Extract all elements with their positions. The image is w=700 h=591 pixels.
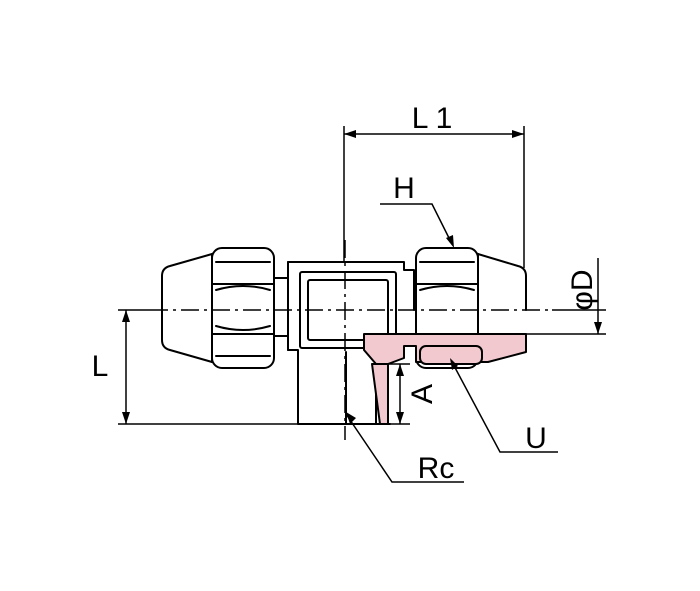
l1-arrow-right [512, 130, 524, 138]
h-leader-arrow [446, 235, 454, 248]
u-leader [451, 361, 558, 453]
a-arrow-bottom [396, 412, 404, 424]
h-leader [380, 203, 453, 245]
rc-leader [345, 413, 464, 483]
left-hex-nut [211, 247, 275, 369]
u-leader-arrow [450, 358, 458, 370]
left-neck [273, 277, 289, 337]
a-arrow-top [396, 364, 404, 376]
section-pipe-pink [371, 363, 389, 425]
label-h: H [393, 172, 415, 205]
phid-arrow-bottom [594, 322, 602, 334]
left-flare-cone [161, 253, 213, 363]
l-arrow-top [122, 310, 130, 322]
label-u: U [525, 422, 547, 455]
l1-arrow-left [344, 130, 356, 138]
label-l1: L 1 [412, 102, 453, 135]
label-l: L [92, 350, 109, 383]
right-flare-cone [477, 253, 527, 311]
tee-body [287, 261, 415, 425]
label-a: A [406, 384, 439, 404]
label-rc: Rc [418, 452, 455, 485]
l-arrow-bottom [122, 412, 130, 424]
label-phid: φD [566, 269, 599, 310]
rc-leader-arrow [346, 412, 356, 424]
